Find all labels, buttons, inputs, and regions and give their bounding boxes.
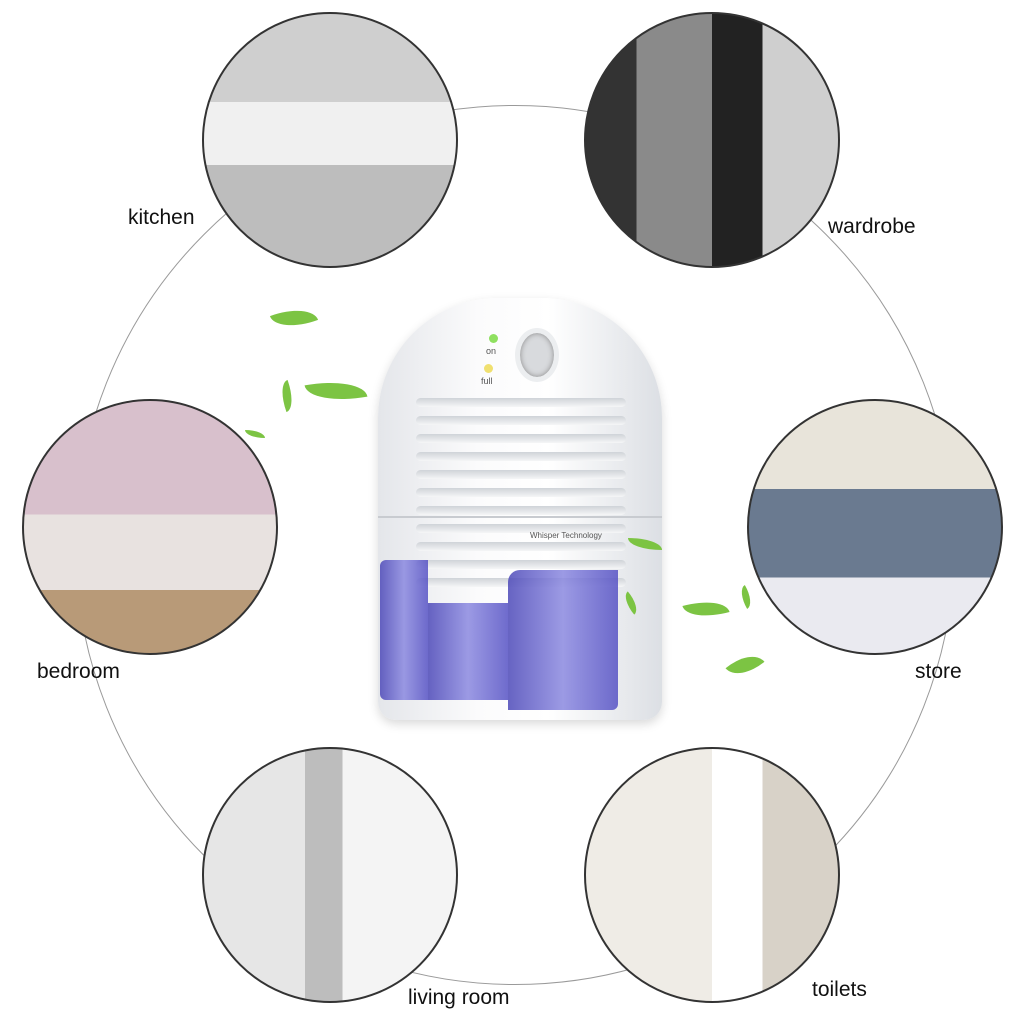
water-tank-center <box>428 603 508 700</box>
brand-text: Whisper Technology <box>530 531 602 540</box>
on-led-icon <box>489 334 498 343</box>
water-tank-left <box>380 560 428 700</box>
toilets-photo <box>584 747 840 1003</box>
living-room-label: living room <box>408 986 510 1009</box>
living-room-photo <box>202 747 458 1003</box>
kitchen-photo <box>202 12 458 268</box>
toilets-label: toilets <box>812 978 867 1001</box>
wardrobe-photo <box>584 12 840 268</box>
full-led-icon <box>484 364 493 373</box>
air-vents <box>416 398 626 596</box>
store-photo <box>747 399 1003 655</box>
kitchen-label: kitchen <box>128 206 195 229</box>
wardrobe-label: wardrobe <box>828 215 916 238</box>
bedroom-label: bedroom <box>37 660 120 683</box>
power-switch[interactable] <box>515 328 559 382</box>
water-tank-right <box>508 570 618 710</box>
store-label: store <box>915 660 962 683</box>
full-led-label: full <box>481 376 493 386</box>
bedroom-photo <box>22 399 278 655</box>
dehumidifier: on full Whisper Technology <box>378 298 662 720</box>
leaf-icon <box>245 430 265 438</box>
on-led-label: on <box>486 346 497 356</box>
